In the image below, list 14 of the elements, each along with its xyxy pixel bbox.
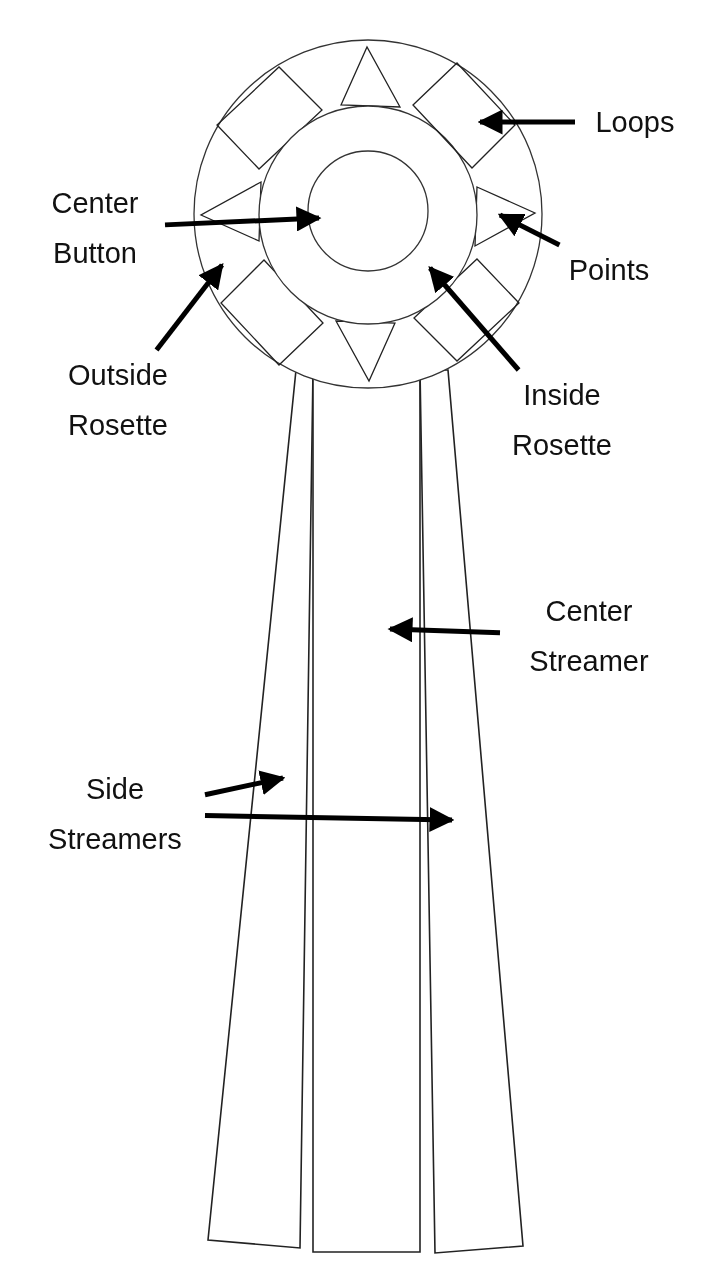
- leader-arrow: [497, 212, 561, 248]
- part-label: Outside Rosette: [67, 358, 169, 443]
- leader-arrow: [477, 109, 575, 135]
- leader-arrow: [204, 770, 286, 798]
- leader-arrow: [164, 206, 322, 232]
- part-label: Center Streamer: [528, 594, 650, 679]
- part-label: Points: [567, 253, 651, 288]
- leader-arrow: [154, 263, 224, 352]
- leader-arrow: [428, 266, 521, 372]
- leader-arrow: [387, 617, 501, 643]
- part-label: Inside Rosette: [511, 378, 613, 463]
- part-label: Side Streamers: [47, 772, 183, 857]
- part-label: Loops: [594, 105, 676, 140]
- part-label: Center Button: [50, 186, 140, 271]
